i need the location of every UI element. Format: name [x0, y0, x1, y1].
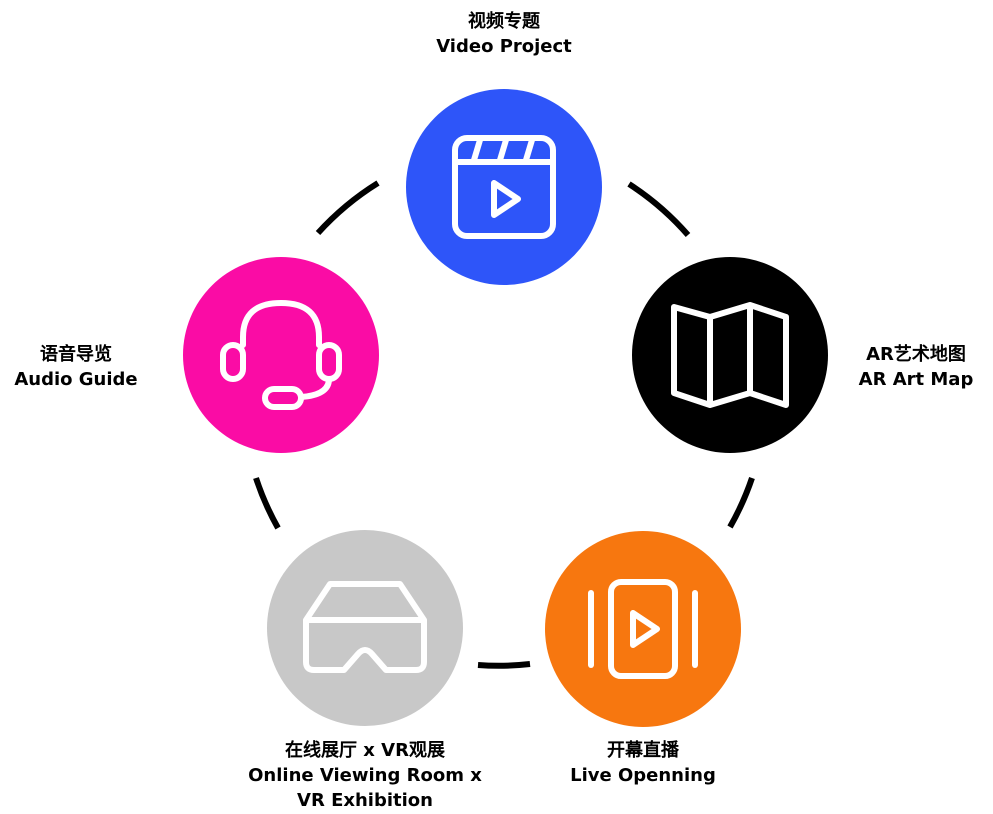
- ar-art-map-label-cn: AR艺术地图: [866, 344, 966, 365]
- live-openning-label-en: Live Openning: [570, 765, 716, 786]
- live-openning-node[interactable]: [545, 531, 741, 727]
- live-openning-label: 开幕直播 Live Openning: [553, 738, 733, 788]
- live-openning-label-cn: 开幕直播: [607, 740, 679, 761]
- ar-art-map-label: AR艺术地图 AR Art Map: [852, 342, 980, 392]
- arc-ar-map-to-live: [727, 477, 755, 529]
- audio-guide-node[interactable]: [183, 257, 379, 453]
- arc-audio-to-video: [315, 180, 380, 236]
- video-project-label: 视频专题 Video Project: [404, 9, 604, 59]
- online-viewing-room-label-cn: 在线展厅 x VR观展: [285, 740, 445, 761]
- video-project-label-en: Video Project: [436, 36, 572, 57]
- arc-live-to-online-vr: [477, 661, 531, 669]
- headset-microphone-icon: [220, 299, 342, 410]
- video-project-node[interactable]: [406, 89, 602, 285]
- audio-guide-label-en: Audio Guide: [14, 369, 138, 390]
- folded-map-icon: [671, 302, 789, 408]
- ar-art-map-node[interactable]: [632, 257, 828, 453]
- video-carousel-play-icon: [588, 579, 698, 679]
- arc-video-to-ar-map: [627, 181, 691, 237]
- online-viewing-room-label-en-1: Online Viewing Room x: [248, 765, 482, 786]
- arc-online-vr-to-audio: [253, 477, 281, 530]
- online-viewing-room-label: 在线展厅 x VR观展 Online Viewing Room x VR Exh…: [225, 738, 505, 813]
- online-viewing-room-node[interactable]: [267, 530, 463, 726]
- audio-guide-label-cn: 语音导览: [40, 344, 112, 365]
- clapperboard-play-icon: [452, 135, 556, 239]
- audio-guide-label: 语音导览 Audio Guide: [12, 342, 140, 392]
- ar-art-map-label-en: AR Art Map: [858, 369, 974, 390]
- video-project-label-cn: 视频专题: [468, 11, 540, 32]
- vr-headset-icon: [303, 581, 427, 673]
- online-viewing-room-label-en-2: VR Exhibition: [297, 790, 433, 811]
